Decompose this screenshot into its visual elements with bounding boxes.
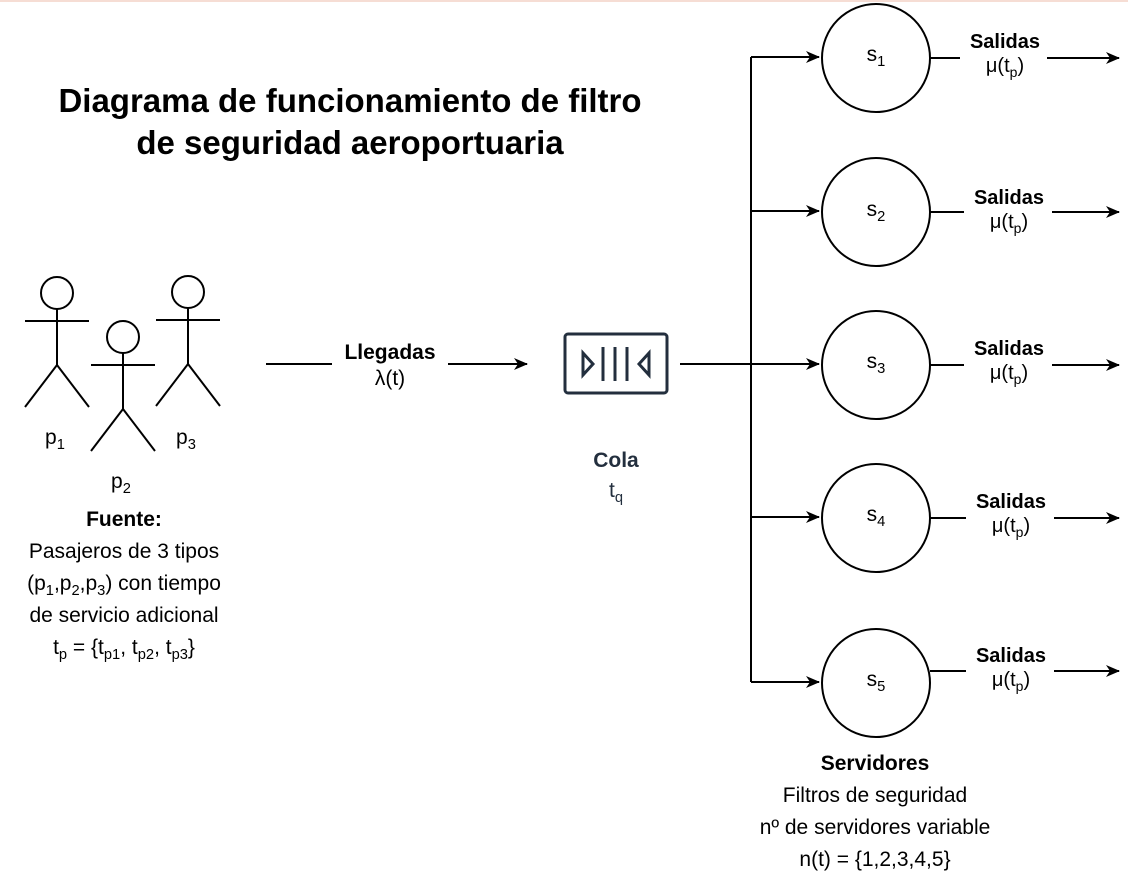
servers-line-3: n(t) = {1,2,3,4,5} [799, 848, 951, 871]
title-line-1: Diagrama de funcionamiento de filtro [58, 82, 642, 119]
source-line-4: tp = {tp1, tp2, tp3} [53, 636, 195, 664]
server-circle-5 [821, 628, 931, 738]
queue-icon [563, 332, 669, 395]
top-border [0, 0, 1128, 2]
output-rate-1: μ(tp) [985, 55, 1025, 80]
person-icon-3 [155, 275, 221, 407]
arrivals-label: Llegadas λ(t) [332, 340, 448, 392]
source-line-2: (p1,p2,p3) con tiempo [27, 572, 221, 600]
output-label-2: Salidas μ(tp) [960, 186, 1058, 236]
output-heading-3: Salidas [973, 338, 1045, 360]
person-label-2: p2 [111, 470, 131, 498]
source-heading: Fuente: [86, 508, 162, 531]
servers-line-2: nº de servidores variable [759, 816, 991, 839]
person-icon-2 [90, 320, 156, 452]
servers-line-1: Filtros de seguridad [782, 784, 968, 807]
output-label-4: Salidas μ(tp) [962, 490, 1060, 540]
server-label-4: s4 [866, 503, 886, 531]
queue-heading: Cola [593, 449, 639, 472]
person-label-1: p1 [45, 426, 65, 454]
page-title: Diagrama de funcionamiento de filtro de … [10, 80, 690, 164]
output-rate-5: μ(tp) [991, 669, 1031, 694]
source-description: Fuente: Pasajeros de 3 tipos (p1,p2,p3) … [0, 504, 248, 664]
output-rate-2: μ(tp) [989, 211, 1029, 236]
output-heading-5: Salidas [975, 645, 1047, 667]
person-label-3: p3 [176, 426, 196, 454]
source-line-1: Pasajeros de 3 tipos [28, 540, 220, 563]
arrivals-rate: λ(t) [374, 367, 406, 390]
title-line-2: de seguridad aeroportuaria [136, 124, 564, 161]
output-arrows [930, 52, 1120, 677]
output-label-3: Salidas μ(tp) [960, 337, 1058, 387]
output-heading-1: Salidas [969, 31, 1041, 53]
output-rate-3: μ(tp) [989, 362, 1029, 387]
output-label-5: Salidas μ(tp) [962, 644, 1060, 694]
queue-time: tq [608, 479, 623, 507]
server-label-2: s2 [866, 198, 886, 226]
distribution-lines [680, 51, 820, 688]
server-label-1: s1 [866, 43, 886, 71]
servers-description: Servidores Filtros de seguridad nº de se… [725, 748, 1025, 876]
output-label-1: Salidas μ(tp) [956, 30, 1054, 80]
output-heading-4: Salidas [975, 491, 1047, 513]
server-label-3: s3 [866, 350, 886, 378]
output-rate-4: μ(tp) [991, 515, 1031, 540]
servers-heading: Servidores [820, 752, 930, 775]
queue-label: Cola tq [566, 446, 666, 506]
arrivals-heading: Llegadas [344, 341, 436, 364]
source-line-3: de servicio adicional [29, 604, 219, 627]
server-label-5: s5 [866, 668, 886, 696]
person-icon-1 [24, 276, 90, 408]
output-heading-2: Salidas [973, 187, 1045, 209]
